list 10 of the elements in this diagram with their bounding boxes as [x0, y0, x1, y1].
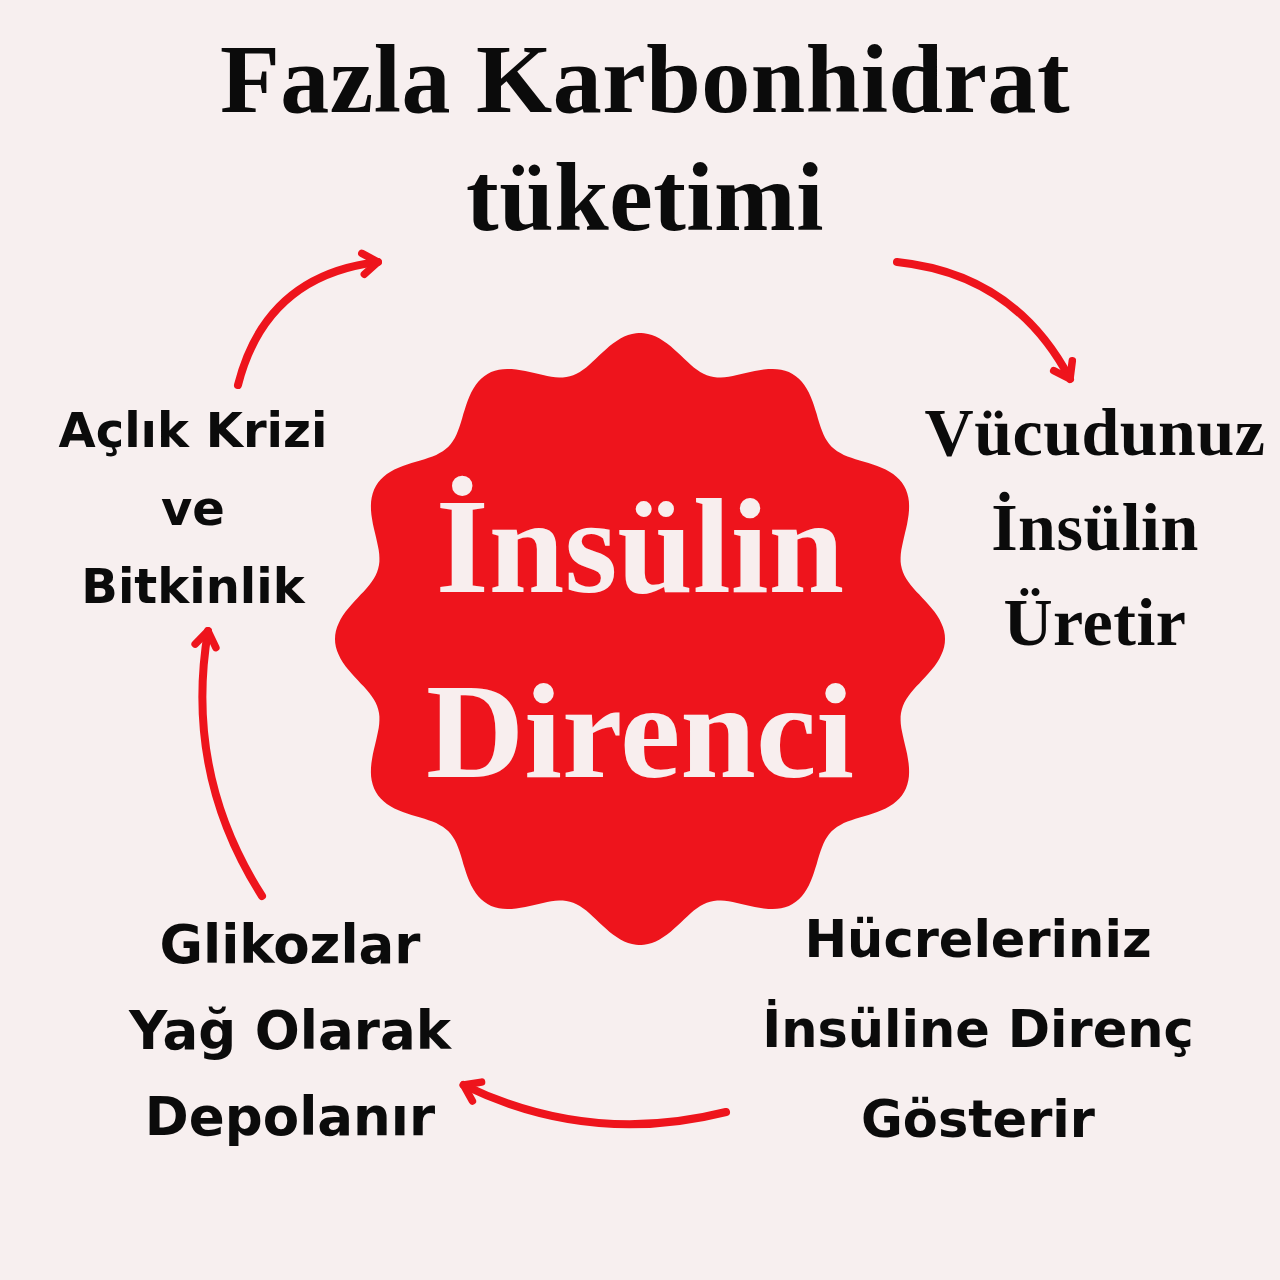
curved-arrow	[893, 258, 1076, 383]
cycle-step-label: Vücudunuz İnsülin Üretir	[922, 385, 1268, 670]
cycle-step-label: Hücreleriniz İnsüline Direnç Gösterir	[732, 895, 1224, 1165]
cycle-step-label: Açlık Krizi ve Bitkinlik	[54, 391, 332, 625]
curved-arrow	[191, 627, 266, 900]
badge-title: İnsülin Direnci	[424, 470, 856, 808]
cycle-step-label: Glikozlar Yağ Olarak Depolanır	[122, 902, 458, 1160]
curved-arrow	[459, 1077, 730, 1129]
cycle-step-heading: Fazla Karbonhidrat tüketimi	[205, 20, 1085, 256]
curved-arrow	[234, 250, 382, 389]
